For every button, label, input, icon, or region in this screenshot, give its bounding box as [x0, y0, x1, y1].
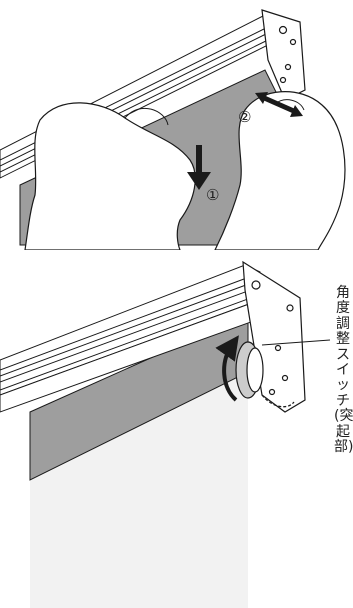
top-panel: ① ②: [0, 10, 345, 250]
bottom-panel: [0, 262, 330, 608]
step-2-label: ②: [238, 108, 251, 126]
step-1-label: ①: [206, 186, 219, 204]
adjust-switch-callout: 角度調整スイッチ(突起部): [334, 286, 352, 455]
